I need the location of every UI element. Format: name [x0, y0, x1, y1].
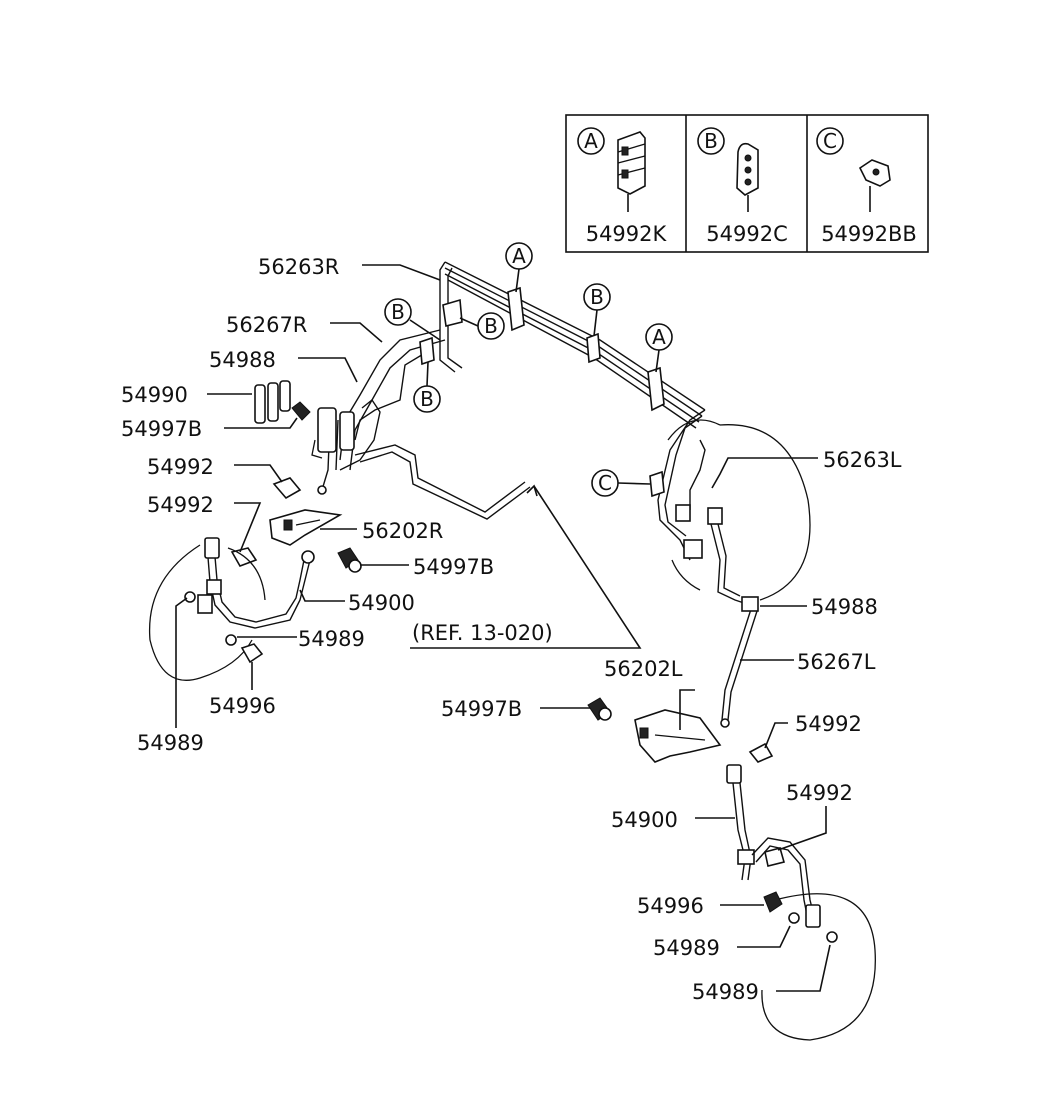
clip-c-icon [858, 159, 891, 187]
bolt-54997b-mid-icon [337, 547, 362, 573]
legend-frame [565, 114, 929, 253]
callout-b-4-text: B [484, 314, 498, 338]
callout-c-1-text: C [598, 471, 612, 495]
label-54989-right-b: 54989 [692, 980, 759, 1004]
callout-b-2 [583, 283, 611, 311]
clip-legend: A 54992K B 54992C [565, 114, 929, 253]
label-54996-left: 54996 [209, 694, 276, 718]
label-56267r: 56267R [226, 313, 307, 337]
clip-b-3 [419, 336, 435, 366]
right-fender-outline [719, 424, 811, 601]
label-56202r: 56202R [362, 519, 443, 543]
part-54990-icon [254, 380, 291, 424]
callout-b-3 [413, 385, 441, 413]
clip-54992-left-icon [272, 477, 302, 500]
label-54992-right-a: 54992 [795, 712, 862, 736]
label-54988-left: 54988 [209, 348, 276, 372]
callout-a-2-text: A [652, 325, 666, 349]
right-knuckle-outline [761, 893, 876, 1041]
label-54900-right: 54900 [611, 808, 678, 832]
callout-a-2 [645, 323, 673, 351]
label-54990: 54990 [121, 383, 188, 407]
legend-cell-a: A 54992K [577, 127, 668, 246]
legend-b-circle [697, 127, 725, 155]
label-54989-left-a: 54989 [298, 627, 365, 651]
brake-pipes [321, 261, 759, 728]
legend-a-circle [577, 127, 605, 155]
leader-lines [175, 264, 831, 992]
part-labels: 56263R 56267R 54988 54990 54997B 54992 5… [121, 255, 902, 1004]
bracket-56202r-icon [269, 509, 343, 546]
label-56267l: 56267L [797, 650, 876, 674]
callout-b-2-text: B [590, 285, 604, 309]
callout-circles: A A B B B B C [384, 242, 673, 497]
washer-54989-left-b [184, 591, 196, 603]
callout-b-3-text: B [420, 387, 434, 411]
legend-c-circle [816, 127, 844, 155]
label-ref-13-020: (REF. 13-020) [412, 621, 553, 645]
label-54900-left: 54900 [348, 591, 415, 615]
callout-b-1-text: B [391, 300, 405, 324]
bracket-56202l-icon [634, 709, 722, 763]
legend-cell-c: C 54992BB [816, 127, 917, 246]
bolt-54997b-right-icon [587, 697, 612, 721]
left-knuckle-outline [148, 544, 253, 681]
washer-54989-right-a [788, 912, 800, 924]
callout-a-1-text: A [512, 244, 526, 268]
union-54988-right [741, 596, 759, 612]
clip-b-2 [586, 332, 601, 364]
label-54996-right: 54996 [637, 894, 704, 918]
callout-a-1 [505, 242, 533, 270]
label-54992-left-a: 54992 [147, 455, 214, 479]
clip-a-icon [617, 131, 646, 195]
label-56202l: 56202L [604, 657, 683, 681]
legend-b-letter: B [704, 129, 718, 153]
clip-b-icon [736, 142, 759, 196]
legend-c-letter: C [823, 129, 837, 153]
clip-a-2 [647, 366, 665, 412]
label-54989-left-b: 54989 [137, 731, 204, 755]
label-56263r: 56263R [258, 255, 339, 279]
washer-54989-right-b [826, 931, 838, 943]
pipe-clips [419, 286, 665, 498]
washer-54989-left-a [225, 634, 237, 646]
right-fittings [675, 504, 759, 612]
label-54997b-left: 54997B [121, 417, 202, 441]
legend-b-part: 54992C [706, 222, 787, 246]
clip-c-1 [649, 470, 665, 498]
legend-a-part: 54992K [586, 222, 668, 246]
left-fittings [311, 407, 355, 495]
left-brake-hose [197, 537, 315, 629]
bolt-54996-right [763, 891, 783, 913]
legend-cell-b: B 54992C [697, 127, 788, 246]
callout-b-1 [384, 298, 412, 326]
clip-54992-right-a [748, 742, 774, 763]
legend-c-part: 54992BB [821, 222, 917, 246]
legend-a-letter: A [584, 129, 598, 153]
label-56263l: 56263L [823, 448, 902, 472]
label-54992-right-b: 54992 [786, 781, 853, 805]
clip-a-1 [507, 286, 525, 332]
bolt-54996-left [240, 643, 264, 664]
right-brake-hose [726, 764, 821, 928]
label-54997b-right: 54997B [441, 697, 522, 721]
callout-c-1 [591, 469, 619, 497]
label-54989-right-a: 54989 [653, 936, 720, 960]
label-54988-right: 54988 [811, 595, 878, 619]
callout-b-4 [477, 312, 505, 340]
label-54992-left-b: 54992 [147, 493, 214, 517]
clip-b-1 [442, 298, 463, 327]
label-54997b-mid: 54997B [413, 555, 494, 579]
bolt-54997b-left-icon [291, 401, 311, 421]
